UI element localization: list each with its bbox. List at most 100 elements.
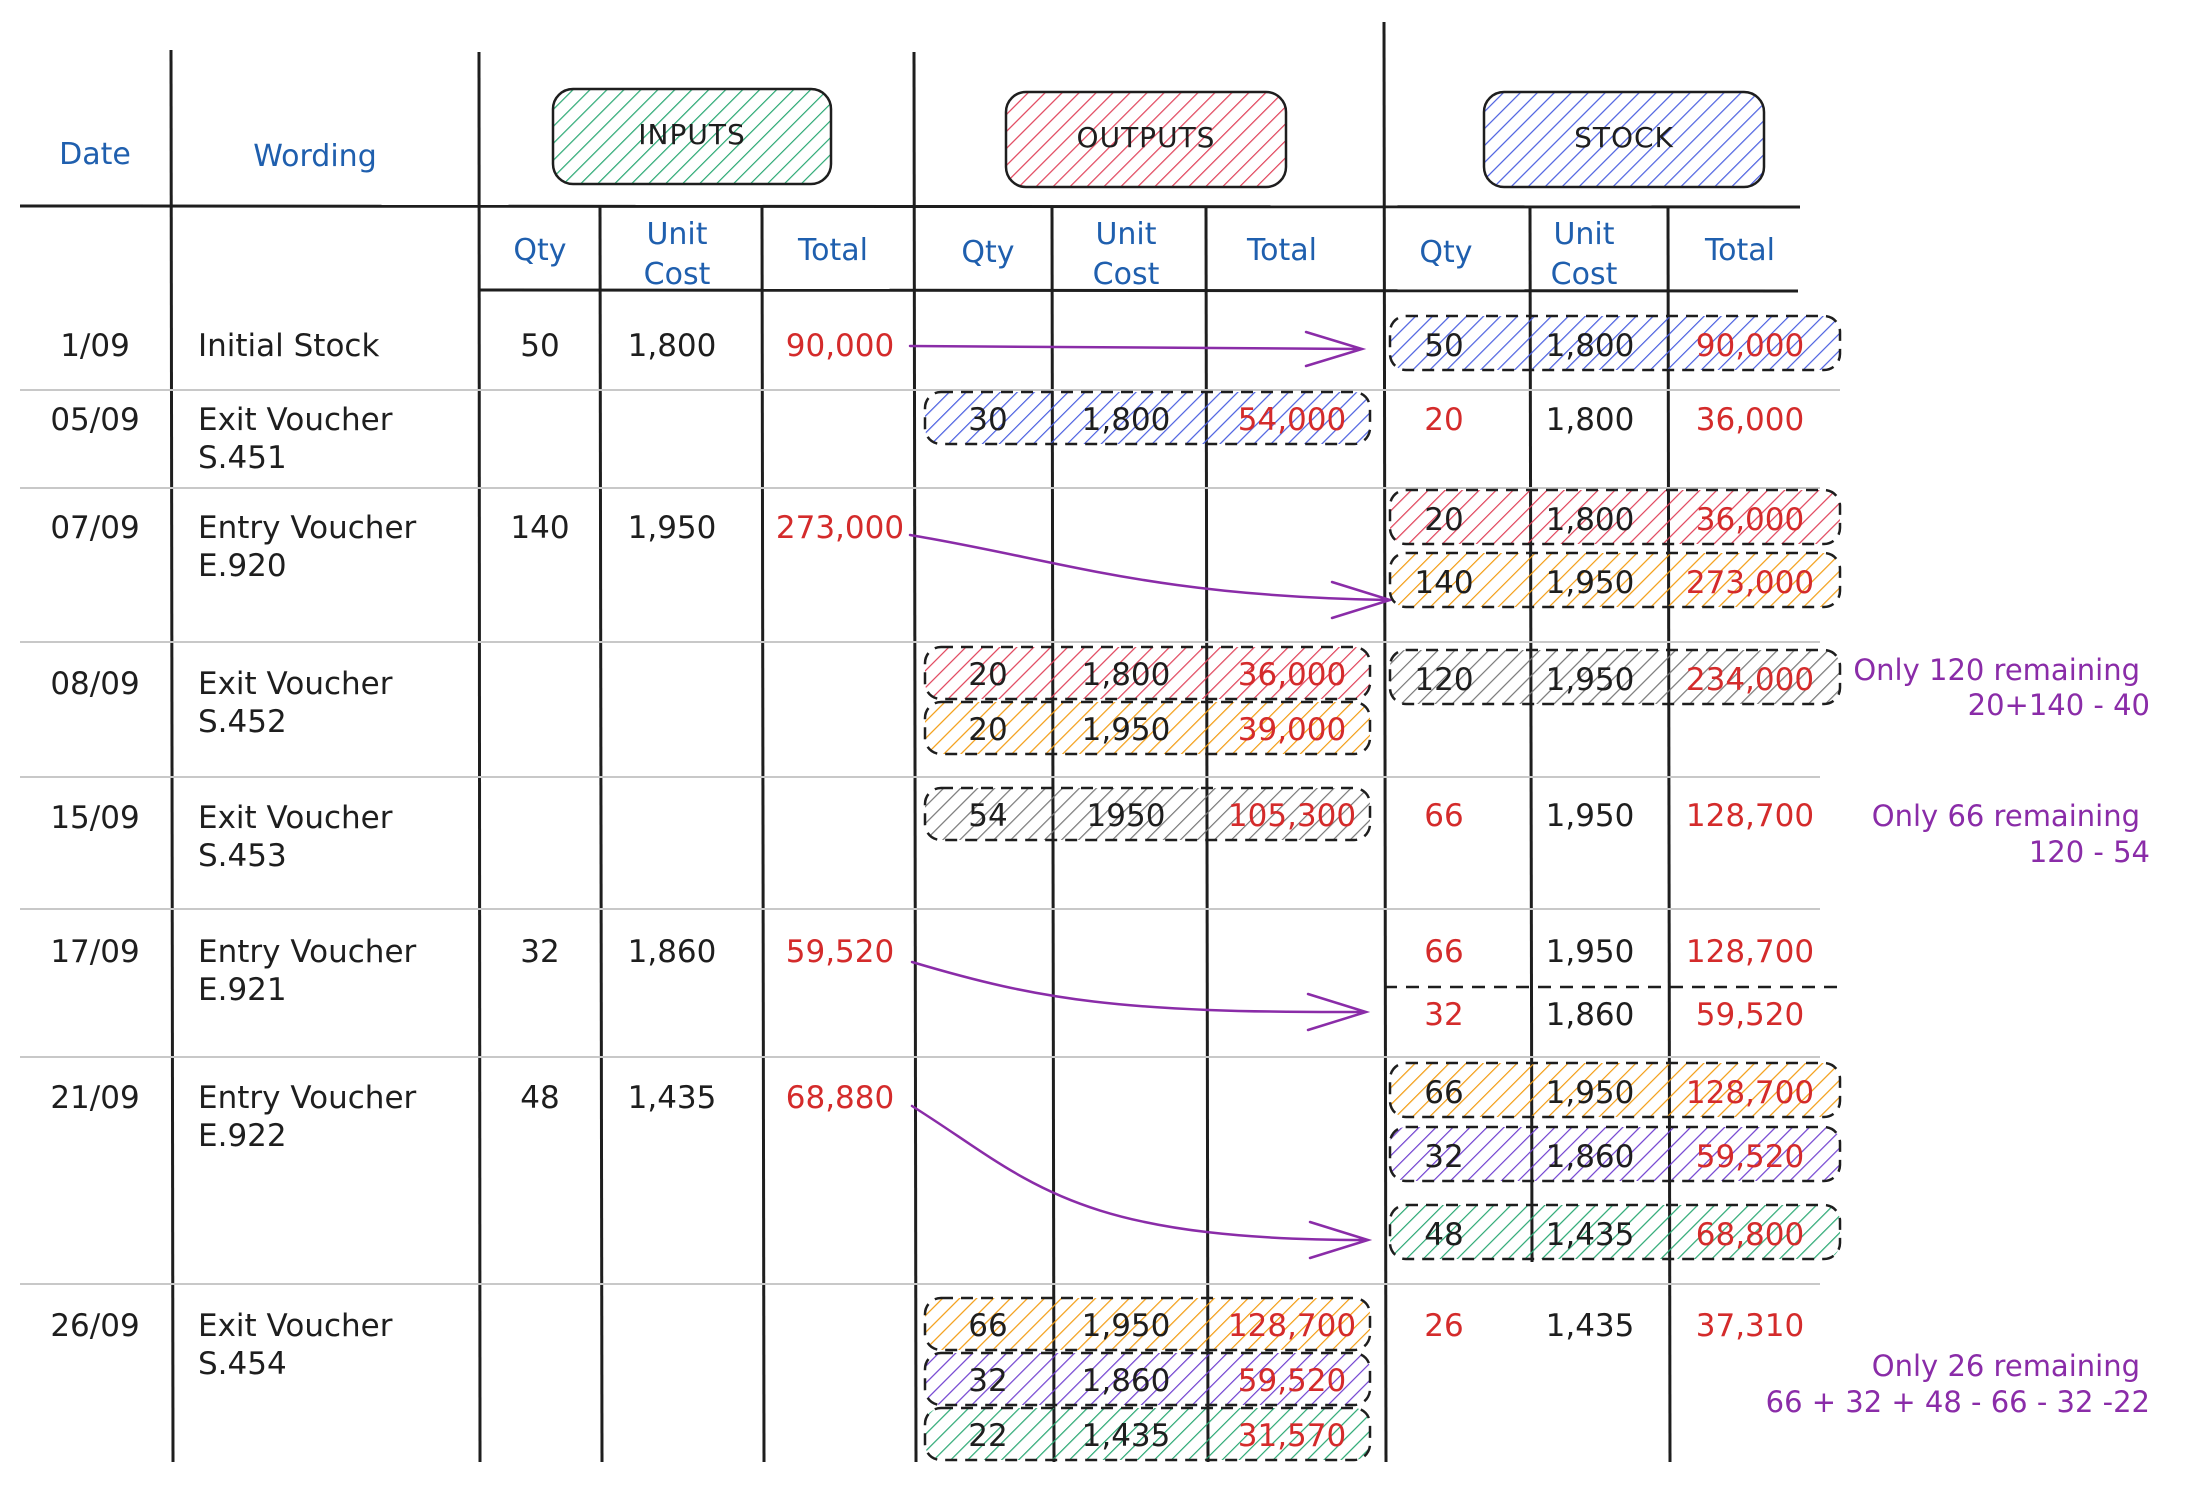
- output-qty: 20: [968, 657, 1007, 693]
- stock-total: 90,000: [1696, 328, 1804, 364]
- stock-lot-box: [1388, 488, 1842, 546]
- stock-total: 37,310: [1696, 1308, 1804, 1344]
- section-stock-box: [1482, 90, 1766, 189]
- grid-col-in-cost: [760, 205, 766, 1463]
- stock-unit-cost: 1,800: [1546, 328, 1635, 364]
- stock-total: 36,000: [1696, 502, 1804, 538]
- input-qty: 50: [520, 328, 559, 364]
- stock-qty: 140: [1414, 565, 1473, 601]
- stock-lot-box: [1388, 314, 1842, 372]
- output-unit-cost: 1,435: [1082, 1418, 1171, 1454]
- stock-unit-cost: 1,435: [1546, 1308, 1635, 1344]
- output-lot-box: [923, 786, 1372, 842]
- section-outputs: OUTPUTS: [1004, 90, 1288, 189]
- arrow-row-6: [910, 960, 1371, 1032]
- output-qty: 32: [968, 1363, 1007, 1399]
- stock-qty: 32: [1424, 997, 1463, 1033]
- row-wording: Entry Voucher: [198, 510, 417, 546]
- output-lot-box: [923, 1406, 1372, 1462]
- input-unit-cost: 1,800: [628, 328, 717, 364]
- input-qty: 32: [520, 934, 559, 970]
- remaining-note: Only 66 remaining: [1872, 799, 2140, 833]
- grid-header-line: [19, 204, 1801, 209]
- header-out-unit: Unit: [1095, 217, 1156, 252]
- row-wording: S.451: [198, 440, 287, 476]
- header-wording: Wording: [253, 139, 377, 174]
- header-stock-unit: Unit: [1553, 217, 1614, 252]
- grid-col-inputs-end: [912, 51, 918, 1463]
- stock-unit-cost: 1,950: [1546, 798, 1635, 834]
- stock-unit-cost: 1,800: [1546, 502, 1635, 538]
- row-wording: E.922: [198, 1118, 287, 1154]
- output-unit-cost: 1,950: [1082, 712, 1171, 748]
- section-inputs-box: [551, 87, 833, 186]
- row-date: 15/09: [50, 800, 139, 836]
- stock-total: 59,520: [1696, 1139, 1804, 1175]
- output-total: 36,000: [1238, 657, 1346, 693]
- input-total: 90,000: [786, 328, 894, 364]
- stock-total: 128,700: [1686, 1075, 1814, 1111]
- input-unit-cost: 1,950: [628, 510, 717, 546]
- output-total: 31,570: [1238, 1418, 1346, 1454]
- remaining-calc: 120 - 54: [2029, 835, 2150, 869]
- header-date: Date: [59, 137, 131, 172]
- section-outputs-box: [1004, 90, 1288, 189]
- stock-qty: 48: [1424, 1217, 1463, 1253]
- stock-total: 68,800: [1696, 1217, 1804, 1253]
- output-total: 105,300: [1228, 798, 1356, 834]
- row-wording: Exit Voucher: [198, 800, 393, 836]
- stock-lot-box: [1388, 1061, 1842, 1119]
- stock-qty: 26: [1424, 1308, 1463, 1344]
- output-lot-box: [923, 1296, 1372, 1352]
- arrow-row-3: [908, 533, 1395, 620]
- stock-qty: 66: [1424, 934, 1463, 970]
- output-qty: 66: [968, 1308, 1007, 1344]
- section-outputs-label: OUTPUTS: [1077, 121, 1216, 154]
- output-total: 128,700: [1228, 1308, 1356, 1344]
- arrow-row-1: [908, 330, 1367, 368]
- section-stock: STOCK: [1482, 90, 1766, 189]
- stock-lot-box: [1388, 648, 1842, 706]
- stock-total: 273,000: [1686, 565, 1814, 601]
- row-date: 26/09: [50, 1308, 139, 1344]
- header-out-total: Total: [1246, 233, 1317, 268]
- row-separators: [20, 389, 1840, 1285]
- output-lot-box: [923, 390, 1372, 446]
- stock-unit-cost: 1,950: [1546, 662, 1635, 698]
- stock-total: 36,000: [1696, 402, 1804, 438]
- row-date: 08/09: [50, 666, 139, 702]
- header-in-qty: Qty: [513, 233, 566, 268]
- output-qty: 22: [968, 1418, 1007, 1454]
- header-stock-qty: Qty: [1419, 235, 1472, 270]
- remaining-note: Only 120 remaining: [1853, 653, 2140, 687]
- output-qty: 30: [968, 402, 1007, 438]
- remaining-calc: 66 + 32 + 48 - 66 - 32 -22: [1766, 1385, 2150, 1419]
- stock-unit-cost: 1,950: [1546, 1075, 1635, 1111]
- grid-col-outputs-end: [1382, 21, 1388, 1463]
- stock-total: 128,700: [1686, 934, 1814, 970]
- row-wording: S.454: [198, 1346, 287, 1382]
- input-qty: 48: [520, 1080, 559, 1116]
- input-total: 59,520: [786, 934, 894, 970]
- grid-subheader-line: [479, 288, 1799, 293]
- stock-unit-cost: 1,860: [1546, 997, 1635, 1033]
- output-total: 59,520: [1238, 1363, 1346, 1399]
- output-total: 54,000: [1238, 402, 1346, 438]
- stock-lot-box: [1388, 551, 1842, 609]
- input-total: 273,000: [776, 510, 904, 546]
- stock-qty: 20: [1424, 402, 1463, 438]
- header-stock-cost: Cost: [1551, 257, 1618, 292]
- row-wording: E.920: [198, 548, 287, 584]
- row-wording: Exit Voucher: [198, 1308, 393, 1344]
- grid-col-in-qty: [598, 205, 604, 1463]
- stock-qty: 20: [1424, 502, 1463, 538]
- header-in-cost: Cost: [644, 257, 711, 292]
- header-out-cost: Cost: [1093, 257, 1160, 292]
- output-unit-cost: 1,800: [1082, 402, 1171, 438]
- row-date: 05/09: [50, 402, 139, 438]
- row-wording: S.453: [198, 838, 287, 874]
- stock-total: 234,000: [1686, 662, 1814, 698]
- stock-qty: 66: [1424, 1075, 1463, 1111]
- header-out-qty: Qty: [961, 235, 1014, 270]
